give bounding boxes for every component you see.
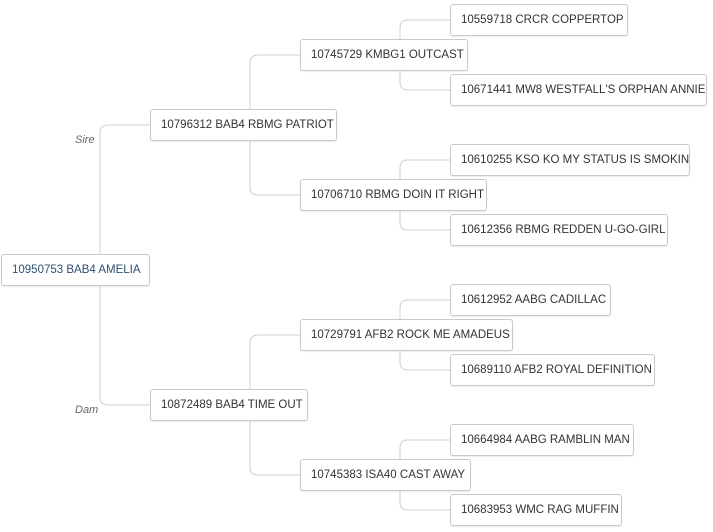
maternal-granddam-node[interactable]: 10745383 ISA40 CAST AWAY: [300, 459, 471, 491]
connector-sire-sire: [249, 54, 300, 110]
great-grandparent-node[interactable]: 10612356 RBMG REDDEN U-GO-GIRL: [450, 214, 668, 246]
great-grandparent-node[interactable]: 10610255 KSO KO MY STATUS IS SMOKIN: [450, 144, 690, 176]
great-grandparent-node[interactable]: 10671441 MW8 WESTFALL'S ORPHAN ANNIE: [450, 74, 707, 106]
paternal-grandsire-node[interactable]: 10745729 KMBG1 OUTCAST: [300, 39, 468, 71]
maternal-grandsire-node[interactable]: 10729791 AFB2 ROCK ME AMADEUS: [300, 319, 513, 351]
sire-node[interactable]: 10796312 BAB4 RBMG PATRIOT: [150, 109, 337, 141]
dam-label: Dam: [75, 404, 99, 416]
great-grandparent-node[interactable]: 10559718 CRCR COPPERTOP: [450, 4, 628, 36]
connector-root-sire: [99, 124, 150, 255]
connector-dam-dam: [249, 420, 300, 476]
great-grandparent-node[interactable]: 10683953 WMC RAG MUFFIN: [450, 494, 622, 526]
paternal-granddam-node[interactable]: 10706710 RBMG DOIN IT RIGHT: [300, 179, 487, 211]
subject-node[interactable]: 10950753 BAB4 AMELIA: [1, 254, 150, 286]
great-grandparent-node[interactable]: 10664984 AABG RAMBLIN MAN: [450, 424, 634, 456]
connector-dam-sire: [249, 334, 300, 390]
great-grandparent-node[interactable]: 10689110 AFB2 ROYAL DEFINITION: [450, 354, 655, 386]
connector-root-dam: [99, 285, 150, 406]
great-grandparent-node[interactable]: 10612952 AABG CADILLAC: [450, 284, 611, 316]
connector-sire-dam: [249, 140, 300, 196]
dam-node[interactable]: 10872489 BAB4 TIME OUT: [150, 389, 308, 421]
sire-label: Sire: [75, 134, 95, 146]
